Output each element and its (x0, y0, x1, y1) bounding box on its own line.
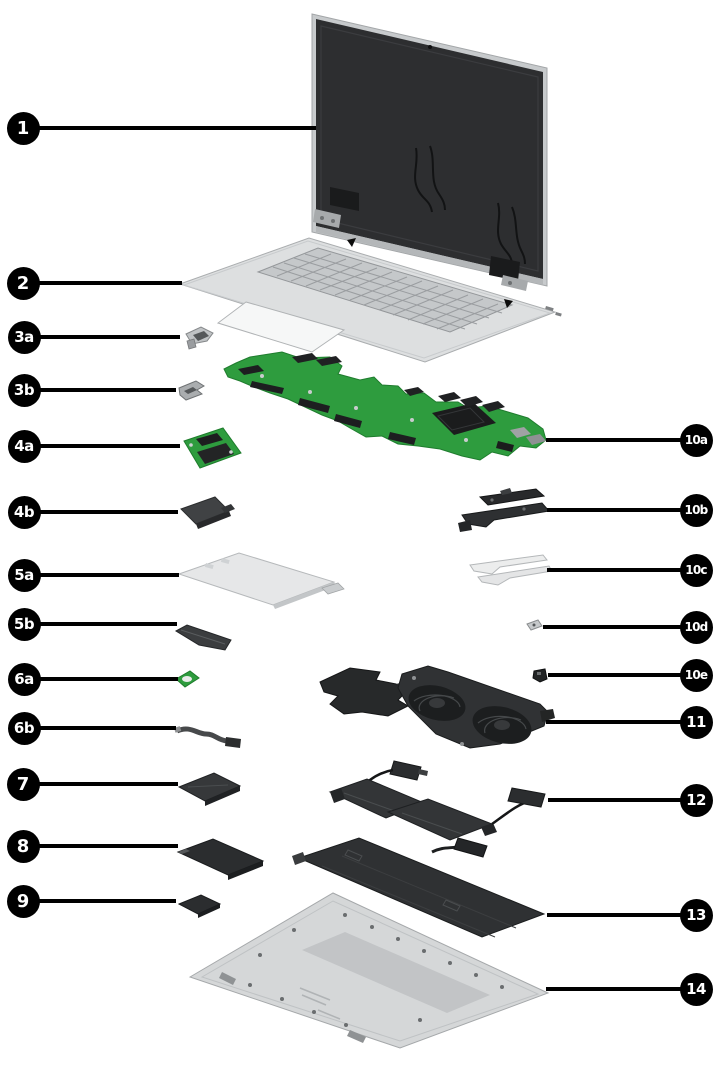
callout-13: 13 (679, 898, 713, 932)
leader-line-3b (24, 388, 176, 392)
touchpad-bracket (174, 624, 232, 651)
callout-5b: 5b (7, 607, 41, 641)
leader-line-5a (24, 573, 179, 577)
callout-3b: 3b (7, 373, 41, 407)
system-board-pcb (223, 351, 547, 461)
leader-line-13 (547, 913, 696, 917)
latch-mark (347, 238, 356, 247)
leader-line-3a (24, 335, 180, 339)
callout-10c: 10c (679, 553, 713, 587)
callout-4b: 4b (7, 495, 41, 529)
board-cover-4b (180, 496, 235, 529)
callout-10e: 10e (679, 658, 713, 692)
keyboard-top-cover (178, 237, 562, 363)
callout-10d: 10d (679, 610, 713, 644)
callout-12: 12 (679, 783, 713, 817)
leader-line-8 (23, 844, 178, 848)
sensor-board (175, 670, 200, 688)
leader-line-10c (547, 568, 696, 572)
part-7-module (177, 772, 242, 806)
touchpad (177, 552, 345, 609)
bottom-cover (188, 892, 550, 1049)
speakers (328, 760, 546, 841)
display-assembly (311, 13, 548, 291)
leader-line-5b (24, 622, 177, 626)
display-hinge-right (489, 256, 528, 291)
port-usb (510, 427, 531, 438)
leader-line-2 (23, 281, 182, 285)
small-bracket-3a (185, 326, 214, 350)
callout-4a: 4a (7, 429, 41, 463)
callout-8: 8 (6, 829, 40, 863)
fan-right (472, 706, 532, 744)
card-reader-board (183, 427, 242, 469)
cpu-chip (432, 403, 496, 435)
touchpad-cutout (216, 301, 346, 353)
display-hinge-left (313, 187, 359, 228)
leader-line-11 (546, 720, 696, 724)
leader-line-10d (543, 625, 696, 629)
leader-line-6b (24, 726, 176, 730)
leader-line-10e (548, 673, 696, 677)
leader-line-7 (23, 782, 178, 786)
system-board (223, 351, 547, 461)
speaker-connector-right (507, 787, 546, 808)
port-usbc (526, 434, 546, 445)
leader-line-9 (23, 899, 176, 903)
leader-line-10b (547, 508, 696, 512)
part-9-module (177, 894, 222, 918)
callout-10a: 10a (679, 423, 713, 457)
callout-6a: 6a (7, 662, 41, 696)
callout-14: 14 (679, 972, 713, 1006)
small-clip-10d (526, 619, 543, 631)
touchpad-tab (321, 582, 345, 595)
vent-panel (302, 932, 490, 1013)
leader-line-4a (24, 444, 180, 448)
leader-line-4b (24, 510, 178, 514)
callout-3a: 3a (7, 320, 41, 354)
callout-5a: 5a (7, 558, 41, 592)
small-bracket-3b (178, 380, 205, 401)
fan-heat-sink-assembly (319, 665, 555, 749)
ribbon-cable (174, 726, 241, 748)
latch-mark (504, 299, 513, 308)
port-bracket-light (469, 554, 553, 586)
ssd-module (176, 838, 265, 880)
callout-2: 2 (6, 266, 40, 300)
battery-connector (453, 837, 488, 858)
leader-line-1 (23, 126, 316, 130)
leader-line-6a (24, 677, 178, 681)
callout-10b: 10b (679, 493, 713, 527)
callout-9: 9 (6, 884, 40, 918)
callout-11: 11 (679, 705, 713, 739)
leader-line-14 (546, 987, 696, 991)
callout-6b: 6b (7, 711, 41, 745)
callout-1: 1 (6, 111, 40, 145)
port-bracket-dark (458, 488, 550, 532)
leader-line-12 (548, 798, 696, 802)
webcam-dot (428, 45, 432, 49)
fan-left (408, 685, 466, 721)
small-clip-10e (532, 668, 548, 683)
leader-line-10a (546, 438, 696, 442)
callout-7: 7 (6, 767, 40, 801)
